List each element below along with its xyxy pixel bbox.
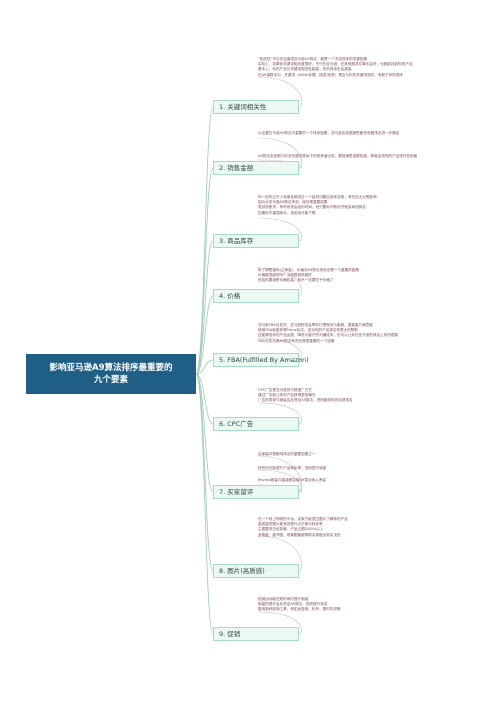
branch-sales-amount[interactable]: 2. 销售金额 bbox=[213, 161, 299, 175]
branch-buyer-reviews[interactable]: 7. 买家留评 bbox=[213, 485, 299, 499]
note-inventory: 你一定听过不少卖家反映说过一个缺货问题后排序变差，有些还大大受影响 因为对亚马逊… bbox=[258, 195, 377, 215]
note-promotions: 促销活动能在短时间内提升销量 销量的提升会反馈至A9算法，进而提升排名 善用各种… bbox=[258, 597, 341, 612]
connector-5 bbox=[195, 359, 214, 375]
note-images: 在一个线上购物的平台，买家只能透过图片了解你的产品 高质量的图片能有效提升点击率… bbox=[258, 517, 348, 537]
connector-8 bbox=[195, 373, 214, 572]
connector-7 bbox=[195, 373, 214, 493]
branch-promotions[interactable]: 9. 促销 bbox=[213, 627, 299, 641]
note-fba: 亚马逊FBA仓发货，亚马逊物流会帮你打理物流与客服，提高客户满意度 使用FBA就… bbox=[258, 323, 399, 343]
branch-keyword-relevance[interactable]: 1. 关键词相关性 bbox=[213, 100, 299, 114]
branch-fba[interactable]: 5. FBA(Fulfilled By Amazon) bbox=[213, 353, 309, 367]
branch-price[interactable]: 4. 价格 bbox=[213, 289, 299, 303]
connector-1 bbox=[195, 106, 214, 375]
note-buyer-reviews-2: 好的评价能提升产品转化率，进而提升销量 bbox=[258, 466, 327, 470]
note-keyword-relevance: “相关性”不论在百度或亚马逊A9算法，都是一个决定排序的关键因素 实际上，如果你… bbox=[258, 57, 413, 77]
note-sales-amount-2: A9算法会依照与你对关键词类似下的竞争者比较，看到销售金额较高，那就会将你的产品… bbox=[258, 154, 418, 158]
branch-images[interactable]: 8. 图片(高质感) bbox=[213, 564, 299, 578]
connector-9 bbox=[195, 373, 214, 635]
note-price: 除了销售量外(订单量)，价格对A9算法来说也是一个重要的因素 价格越低越好吗？当… bbox=[258, 268, 359, 283]
note-sales-amount-1: 以往要在马逊A9算法中重要的一个排序因素，亚马逊会依据销售额来查看排名进一步确定 bbox=[258, 131, 400, 135]
connector-6 bbox=[195, 373, 214, 425]
root-topic[interactable]: 影响亚马逊A9算法排序最重要的 九个要素 bbox=[26, 354, 196, 394]
branch-inventory[interactable]: 3. 商品库存 bbox=[213, 234, 299, 248]
note-buyer-reviews-1: 买家留评是影响排名的重要因素之一 bbox=[258, 452, 316, 456]
connector-2 bbox=[195, 167, 214, 375]
note-cpc-ads: CPC广告是亚马逊的付费推广方式 通过广告能让你的产品获得更多曝光 广告的表现与… bbox=[258, 388, 353, 403]
connector-3 bbox=[195, 240, 214, 375]
note-buyer-reviews-3: Review数量与星级都会被A9算法纳入考量 bbox=[258, 478, 326, 482]
branch-cpc-ads[interactable]: 6. CPC广告 bbox=[213, 417, 299, 431]
connector-4 bbox=[195, 295, 214, 375]
